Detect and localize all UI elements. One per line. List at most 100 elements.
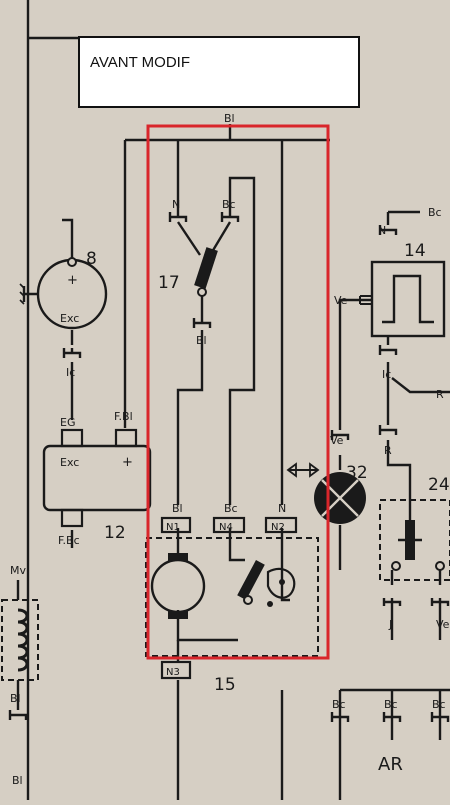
generator-8-terminal xyxy=(67,257,77,267)
component-24-terminal-a xyxy=(391,561,401,571)
generator-8-ground-hatch xyxy=(19,283,25,305)
conn-sw17-bl xyxy=(192,318,212,328)
motor-15-contact xyxy=(267,601,273,607)
wire-sw17-bc xyxy=(228,176,256,505)
left-coil xyxy=(1,599,39,681)
label-relay-n: N xyxy=(378,224,386,237)
lamp-arrow-heads xyxy=(286,462,320,478)
label-relay-bc: Bc xyxy=(428,206,442,219)
label-reg-fbl: F.Bl xyxy=(114,410,133,423)
label-motor-n2: N2 xyxy=(271,522,285,533)
label-motor-number: 15 xyxy=(214,675,236,695)
label-top-bl: Bl xyxy=(224,112,235,125)
wire-gen-top xyxy=(62,218,74,258)
motor-15-pivot xyxy=(243,595,253,605)
motor-15-armature xyxy=(150,558,206,614)
wire-motor-n2 xyxy=(280,528,290,602)
label-sw17-bl: Bl xyxy=(196,334,207,347)
conn-right-j xyxy=(382,598,402,606)
label-gen-plus: + xyxy=(67,273,78,288)
label-motor-n3: N3 xyxy=(166,667,180,678)
conn-gen-ic xyxy=(62,348,82,358)
conn-sw17-n xyxy=(168,212,188,222)
motor-15-brush-bottom xyxy=(168,611,188,619)
motor-15-n2-tab xyxy=(264,516,298,534)
regulator-12-body xyxy=(42,444,152,512)
conn-relay-n xyxy=(378,225,398,235)
relay-14-body xyxy=(370,260,446,338)
motor-15-cam xyxy=(266,567,296,599)
conn-lamp-ve xyxy=(330,430,350,440)
conn-bot-bc1 xyxy=(330,712,350,722)
motor-15 xyxy=(145,516,319,680)
component-24-dashed-box xyxy=(379,499,450,581)
switch-17-pivot xyxy=(197,287,207,297)
label-relay-number: 14 xyxy=(404,241,426,261)
component-24 xyxy=(379,499,450,581)
highlight-box xyxy=(146,124,330,660)
wire-sw17-bl xyxy=(176,330,204,505)
label-bottom-ar: AR xyxy=(378,754,403,775)
label-motor-bc: Bc xyxy=(224,502,238,515)
title-text: AVANT MODIF xyxy=(90,54,191,71)
label-motor-bl: Bl xyxy=(172,502,183,515)
regulator-12-fbc-tab xyxy=(60,508,84,528)
label-reg-plus: + xyxy=(122,455,133,470)
label-lamp-number: 32 xyxy=(346,463,368,483)
label-gen-ic: Ic xyxy=(66,366,75,379)
label-left-bl2: Bl xyxy=(12,774,23,787)
relay-14-ve-plug xyxy=(359,295,372,305)
labels: Bl N Bc 17 Bl 8 + Exc Ic EG F.Bl Exc + 1… xyxy=(10,112,450,787)
title-box: AVANT MODIF xyxy=(78,36,360,108)
label-right-j: J xyxy=(388,618,392,631)
conn-left-bl xyxy=(8,710,28,720)
label-bottom-bc2: Bc xyxy=(384,698,398,711)
label-reg-fbc: F.Bc xyxy=(58,534,80,547)
conn-sw17-bc xyxy=(220,212,240,222)
component-24-terminal-b xyxy=(435,561,445,571)
label-reg-number: 12 xyxy=(104,523,126,543)
connectors xyxy=(8,212,450,722)
relay-14 xyxy=(359,260,446,338)
label-reg-exc: Exc xyxy=(60,456,79,469)
label-left-bl: Bl xyxy=(10,692,21,705)
relay-14-pulse-symbol xyxy=(382,274,434,324)
motor-15-n4-tab xyxy=(212,516,246,534)
motor-15-n3-tab xyxy=(160,660,192,680)
label-motor-n: N xyxy=(278,502,286,515)
label-relay-r2: R xyxy=(384,444,392,457)
label-right-ve: Ve xyxy=(436,618,450,631)
switch-17-lever xyxy=(194,247,218,289)
label-relay-ic: Ic xyxy=(382,368,391,381)
label-relay-ve: Ve xyxy=(334,294,348,307)
motor-15-n1-tab xyxy=(160,516,192,534)
motor-15-dashed-box xyxy=(145,537,319,657)
conn-relay-out xyxy=(378,345,398,355)
label-sw17-n: N xyxy=(172,198,180,211)
label-lamp-ve: Ve xyxy=(330,434,344,447)
generator-8 xyxy=(19,257,108,330)
regulator-12-fbl-tab xyxy=(114,428,138,448)
label-bottom-bc3: Bc xyxy=(432,698,446,711)
wire-relay-ve xyxy=(338,298,372,430)
label-left-mv: Mv xyxy=(10,564,26,577)
conn-relay-r xyxy=(378,425,398,435)
regulator-12-eg-tab xyxy=(60,428,84,448)
conn-bot-bc3 xyxy=(430,712,450,722)
conn-bot-bc2 xyxy=(382,712,402,722)
left-coil-winding xyxy=(17,608,29,672)
label-gen-number: 8 xyxy=(86,249,97,269)
generator-8-ground xyxy=(22,286,38,302)
label-gen-exc: Exc xyxy=(60,312,79,325)
left-coil-dashed-box xyxy=(1,599,39,681)
motor-15-brush-top xyxy=(168,553,188,561)
label-component-24: 24 xyxy=(428,475,450,495)
switch-17-contacts xyxy=(177,221,232,256)
switch-17 xyxy=(177,221,232,318)
label-sw17-bc: Bc xyxy=(222,198,236,211)
label-motor-n1: N1 xyxy=(166,522,180,533)
regulator-12 xyxy=(42,428,152,528)
conn-right-ve xyxy=(430,598,450,606)
